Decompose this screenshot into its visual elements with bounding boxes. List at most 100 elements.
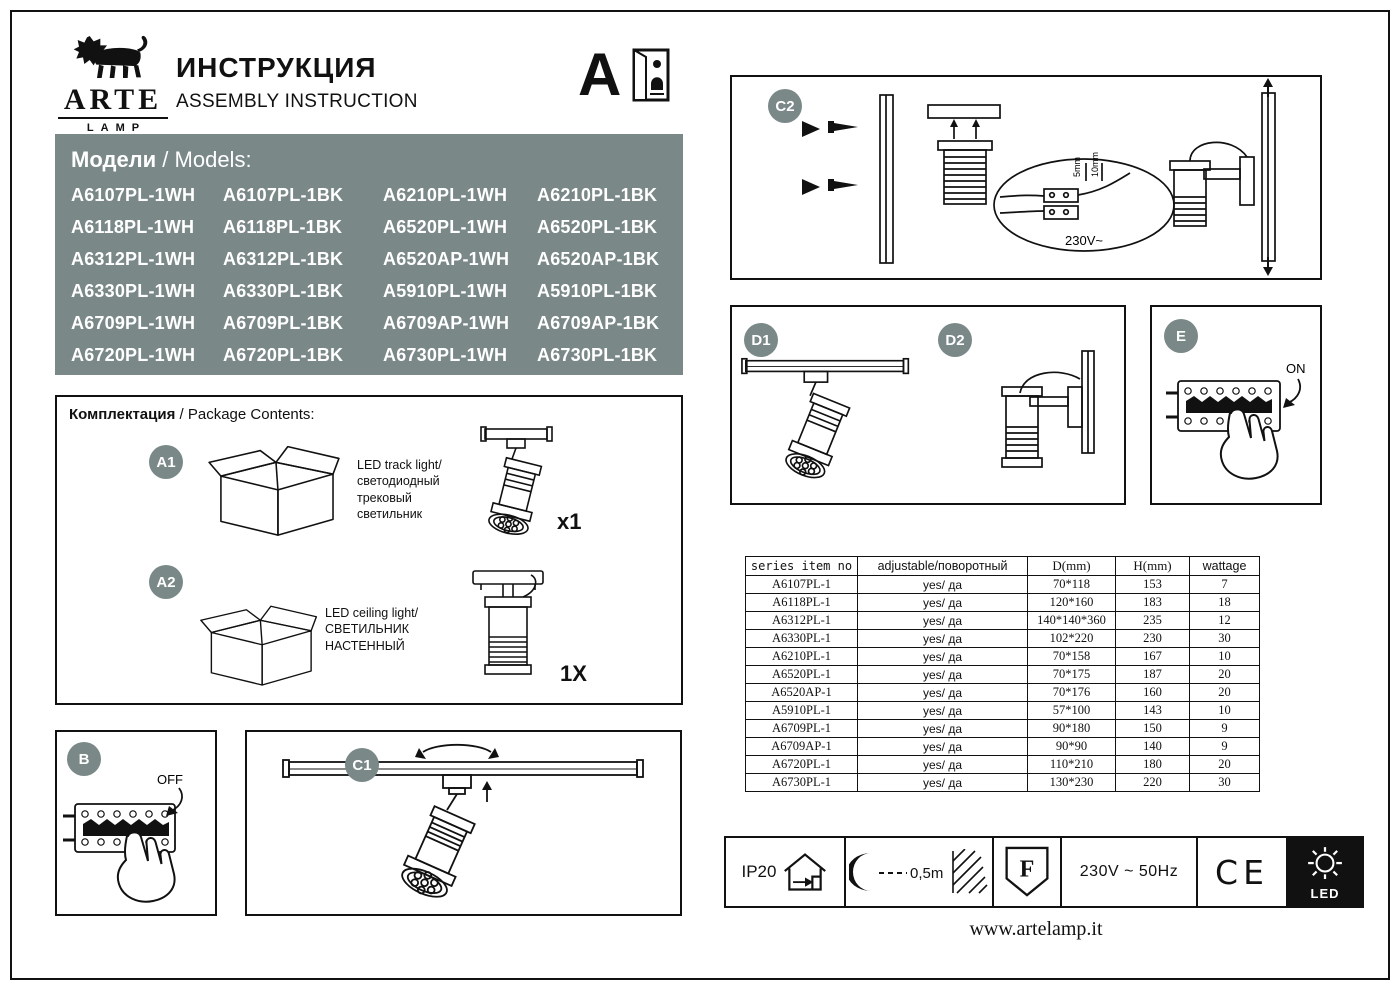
f-mark-icon: F	[1005, 846, 1049, 897]
wall-light-drawing	[472, 570, 544, 675]
wall-mount-install-drawing: 5mm 10mm 230V~	[802, 78, 1276, 276]
badge-a2: A2	[149, 565, 183, 599]
step-d-panel: D1 D2	[730, 305, 1126, 505]
f-mark-cell: F	[992, 836, 1062, 908]
track-light-mounted-drawing	[741, 357, 910, 479]
ip-rating-cell: IP20	[724, 836, 846, 908]
dim-5mm-label: 5mm	[1072, 157, 1082, 177]
track-light-install-drawing	[282, 743, 644, 898]
badge-c1: C1	[345, 748, 379, 782]
package-title-ru: Комплектация	[69, 406, 176, 423]
model-code: A6107PL-1BK	[223, 185, 344, 205]
quantity-label: 1X	[560, 661, 587, 686]
model-code: A6118PL-1WH	[71, 217, 195, 237]
spec-table: series item no adjustable/поворотный D(m…	[745, 556, 1260, 792]
model-code: A6330PL-1WH	[71, 281, 196, 301]
step-e-panel: E ON	[1150, 305, 1322, 505]
arte-lamp-logo: ARTE LAMP	[58, 32, 168, 140]
models-title: Модели / Models:	[71, 147, 667, 173]
model-code: A6720PL-1BK	[223, 345, 344, 365]
track-light-drawing	[480, 426, 553, 535]
package-item-desc: LED ceiling light/ СВЕТИЛЬНИК НАСТЕННЫЙ	[325, 606, 419, 653]
col-series: series item no	[745, 556, 858, 576]
carton-box-a1-drawing	[208, 445, 340, 536]
distance-label: 0,5m	[910, 865, 943, 882]
brand-subname: LAMP	[86, 121, 147, 134]
model-code: A6118PL-1BK	[223, 217, 343, 237]
model-code: A6520PL-1BK	[537, 217, 658, 237]
carton-box-a2-drawing	[200, 605, 318, 686]
f-mark-letter: F	[1020, 857, 1035, 883]
title-russian: ИНСТРУКЦИЯ	[176, 52, 377, 83]
min-distance-cell: 0,5m	[844, 836, 994, 908]
step-c1-panel: C1	[245, 730, 682, 916]
package-item-desc: LED track light/ светодиодный трековый с…	[357, 458, 442, 521]
package-title: Комплектация / Package Contents:	[69, 406, 315, 423]
model-code: A6312PL-1BK	[223, 249, 344, 269]
models-title-ru: Модели	[71, 147, 157, 172]
model-code: A6520AP-1BK	[537, 249, 660, 269]
model-code: A5910PL-1BK	[537, 281, 658, 301]
website-url: www.artelamp.it	[969, 918, 1103, 940]
badge-d1: D1	[744, 323, 778, 357]
led-label: LED	[1310, 886, 1340, 901]
col-d: D(mm)	[1027, 556, 1116, 576]
model-code: A6730PL-1BK	[537, 345, 658, 365]
doc-letter: A	[578, 41, 622, 108]
model-code: A6720PL-1WH	[71, 345, 196, 365]
package-title-en: / Package Contents:	[175, 406, 315, 423]
indoor-use-icon	[784, 853, 827, 891]
model-code: A6520AP-1WH	[383, 249, 510, 269]
model-code: A6210PL-1WH	[383, 185, 508, 205]
on-label: ON	[1286, 361, 1306, 376]
title-english: ASSEMBLY INSTRUCTION	[176, 91, 418, 112]
model-code: A6520PL-1WH	[383, 217, 508, 237]
quantity-label: x1	[557, 509, 582, 534]
step-b-panel: B OFF	[55, 730, 217, 916]
col-wattage: wattage	[1189, 556, 1260, 576]
model-code: A6107PL-1WH	[71, 185, 196, 205]
ce-mark-label: CE	[1215, 852, 1269, 892]
read-manual-icon	[632, 48, 670, 102]
wall-light-mounted-drawing	[1001, 350, 1095, 468]
model-code: A6330PL-1BK	[223, 281, 344, 301]
model-code: A6210PL-1BK	[537, 185, 658, 205]
off-label: OFF	[157, 772, 183, 787]
document-title: ИНСТРУКЦИЯ ASSEMBLY INSTRUCTION	[176, 52, 418, 113]
logo-rule	[58, 116, 168, 119]
lion-icon	[73, 35, 148, 78]
badge-c2: C2	[768, 89, 802, 123]
led-cell: LED	[1286, 836, 1364, 908]
model-code: A6709PL-1WH	[71, 313, 196, 333]
models-title-en: / Models:	[156, 147, 252, 172]
models-grid: A6107PL-1WH A6107PL-1BK A6210PL-1WH A6210PL…	[71, 185, 667, 366]
dim-10mm-label: 10mm	[1090, 152, 1100, 177]
switch-off-drawing: OFF	[63, 772, 183, 903]
voltage-label: 230V~	[1065, 233, 1103, 248]
model-code: A6312PL-1WH	[71, 249, 196, 269]
certification-strip: IP20 0,5m	[724, 836, 1364, 908]
doc-mark: A	[578, 41, 673, 108]
model-code: A6709PL-1BK	[223, 313, 344, 333]
ip-rating-label: IP20	[741, 862, 777, 881]
voltage-rating-label: 230V ~ 50Hz	[1079, 863, 1179, 880]
col-h: H(mm)	[1115, 556, 1190, 576]
voltage-cell: 230V ~ 50Hz	[1060, 836, 1198, 908]
hand-icon	[116, 831, 176, 903]
model-code: A5910PL-1WH	[383, 281, 508, 301]
badge-a1: A1	[149, 445, 183, 479]
badge-b: B	[67, 742, 101, 776]
